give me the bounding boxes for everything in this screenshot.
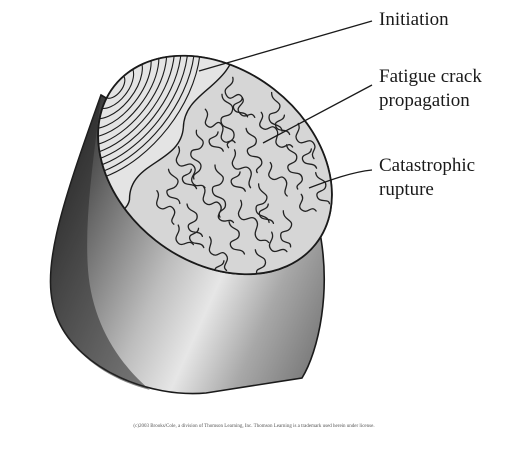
initiation-leader (199, 21, 372, 71)
catastrophic-rupture-label: Catastrophic rupture (379, 154, 475, 202)
copyright-credit: (c)2003 Brooks/Cole, a division of Thoms… (0, 424, 508, 429)
initiation-label: Initiation (379, 8, 449, 32)
fatigue-crack-propagation-label: Fatigue crack propagation (379, 65, 482, 113)
